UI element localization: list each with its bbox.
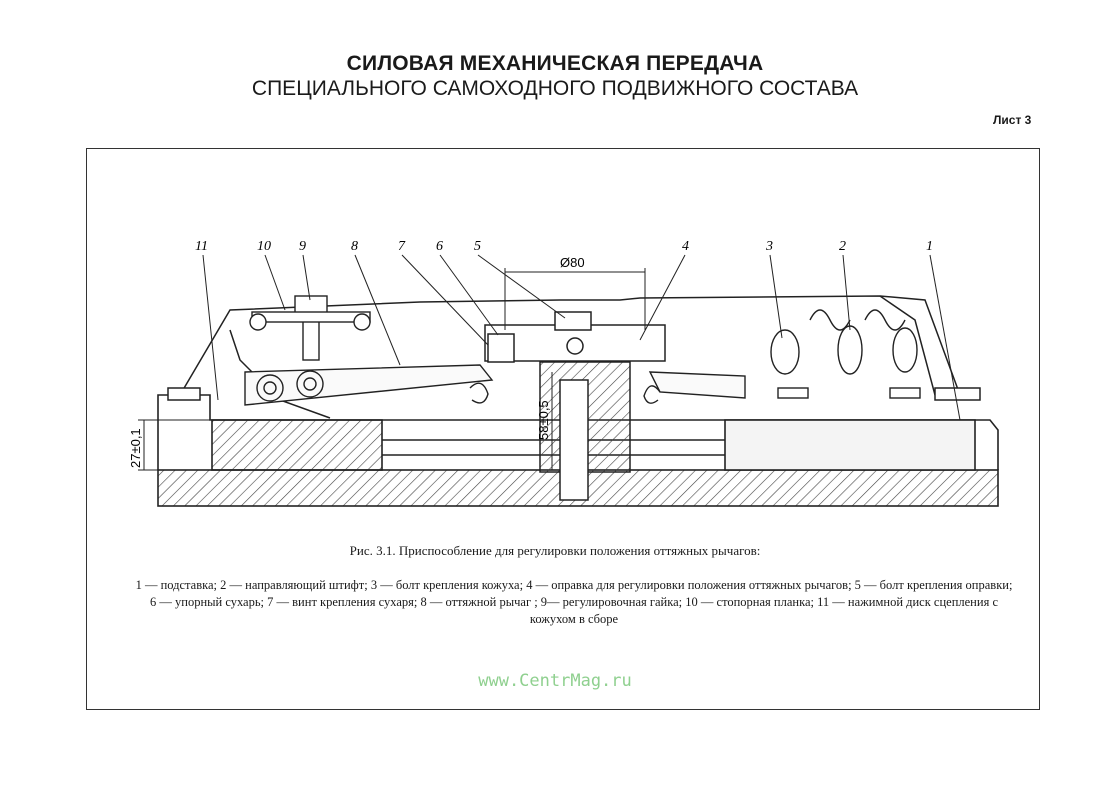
dimension-diameter: Ø80 (560, 255, 585, 270)
callout-6: 6 (436, 239, 443, 254)
drawing-frame (86, 148, 1040, 710)
figure-caption: Рис. 3.1. Приспособление для регулировки… (349, 543, 761, 558)
callout-8: 8 (351, 239, 358, 254)
dimension-height-left: 27±0,1 (128, 428, 143, 468)
clutch-cover (167, 295, 981, 419)
watermark: www.CentrMag.ru (478, 671, 632, 691)
callout-10: 10 (257, 239, 271, 254)
callout-5: 5 (474, 239, 481, 254)
callout-4: 4 (682, 239, 689, 254)
callout-7: 7 (398, 239, 406, 254)
callout-9: 9 (299, 239, 306, 254)
sheet-label: Лист 3 (993, 113, 1032, 127)
callout-3: 3 (765, 239, 773, 254)
callout-leaders (202, 254, 961, 421)
dimension-height-center: 58±0,5 (536, 400, 551, 440)
title-line-2: СПЕЦИАЛЬНОГО САМОХОДНОГО ПОДВИЖНОГО СОСТ… (251, 77, 859, 100)
title-line-1: СИЛОВАЯ МЕХАНИЧЕСКАЯ ПЕРЕДАЧА (346, 52, 764, 75)
springs (770, 309, 921, 399)
mandrel (484, 311, 666, 501)
release-lever-left (244, 364, 494, 406)
release-lever-right (643, 371, 746, 404)
callout-11: 11 (195, 239, 208, 254)
dimension-lines (138, 268, 646, 471)
callout-2: 2 (839, 239, 846, 254)
adjusting-nut (249, 295, 371, 361)
figure-legend: 1 — подставка; 2 — направляющий штифт; 3… (135, 578, 1013, 626)
callout-1: 1 (926, 239, 933, 254)
callout-numbers: 11 10 9 8 7 6 5 4 3 2 1 (195, 239, 933, 254)
